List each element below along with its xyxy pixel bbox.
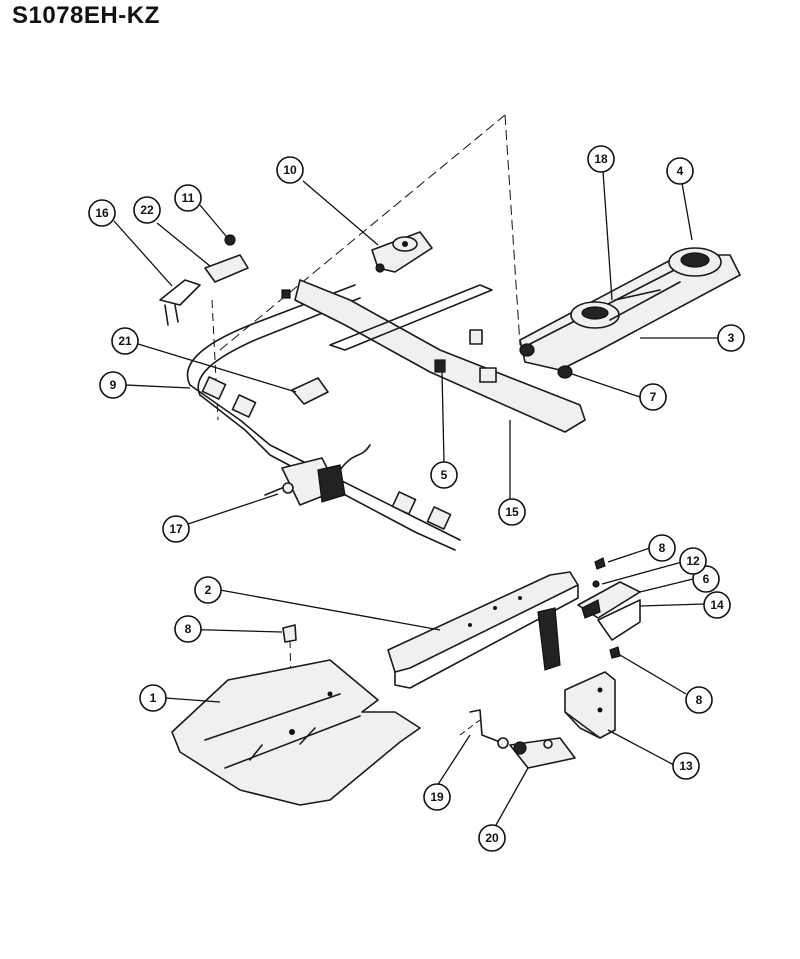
top-burner-assembly: [519, 247, 741, 379]
leader-lines: [113, 170, 718, 826]
callout-21: 21: [111, 327, 139, 355]
burner-box-plate: [171, 659, 421, 806]
callout-15-label: 15: [505, 505, 519, 519]
callout-8-top-label: 8: [659, 541, 666, 555]
callout-2-label: 2: [205, 583, 212, 597]
callout-12-label: 12: [686, 554, 700, 568]
callout-15: 15: [498, 498, 526, 526]
small-clip: [282, 624, 297, 643]
pressure-switch: [469, 709, 576, 769]
callout-17-label: 17: [169, 522, 183, 536]
callout-8-top: 8: [648, 534, 676, 562]
callout-11: 11: [174, 184, 202, 212]
callout-11-label: 11: [182, 191, 195, 205]
callout-14: 14: [703, 591, 731, 619]
callout-19: 19: [423, 783, 451, 811]
callout-7-label: 7: [650, 390, 657, 404]
callout-12: 12: [679, 547, 707, 575]
callout-5-label: 5: [441, 468, 448, 482]
callout-22: 22: [133, 196, 161, 224]
callout-3-label: 3: [728, 331, 735, 345]
burner-valve: [264, 444, 371, 506]
callout-16-label: 16: [95, 206, 109, 220]
callout-18-label: 18: [594, 152, 608, 166]
callout-18: 18: [587, 145, 615, 173]
callout-21-label: 21: [118, 334, 132, 348]
manifold-bracket: [387, 571, 579, 689]
orifice-bracket: [294, 279, 586, 433]
reference-lines: [211, 114, 561, 736]
callout-16: 16: [88, 199, 116, 227]
callout-6-label: 6: [703, 572, 710, 586]
callout-8-bottom: 8: [685, 686, 713, 714]
callout-13-label: 13: [679, 759, 693, 773]
callout-8-plate-label: 8: [185, 622, 192, 636]
manifold-fittings: [159, 234, 497, 405]
callout-3: 3: [717, 324, 745, 352]
diagram-title: S1078EH-KZ: [12, 2, 160, 29]
callout-10-label: 10: [283, 163, 297, 177]
callout-7: 7: [639, 383, 667, 411]
callout-9-label: 9: [110, 378, 117, 392]
callout-22-label: 22: [140, 203, 154, 217]
callout-17: 17: [162, 515, 190, 543]
callout-9: 9: [99, 371, 127, 399]
callout-10: 10: [276, 156, 304, 184]
callout-2: 2: [194, 576, 222, 604]
gas-regulator: [371, 231, 433, 273]
callout-14-label: 14: [710, 598, 724, 612]
callout-8-bottom-label: 8: [696, 693, 703, 707]
callout-5: 5: [430, 461, 458, 489]
callout-4: 4: [666, 157, 694, 185]
callout-20: 20: [478, 824, 506, 852]
callout-13: 13: [672, 752, 700, 780]
callout-1-label: 1: [150, 691, 157, 705]
callout-20-label: 20: [485, 831, 499, 845]
callout-4-label: 4: [677, 164, 684, 178]
spark-module-group: [577, 557, 641, 659]
callout-1: 1: [139, 684, 167, 712]
callout-8-plate: 8: [174, 615, 202, 643]
module-bracket: [564, 671, 616, 739]
callout-19-label: 19: [430, 790, 444, 804]
